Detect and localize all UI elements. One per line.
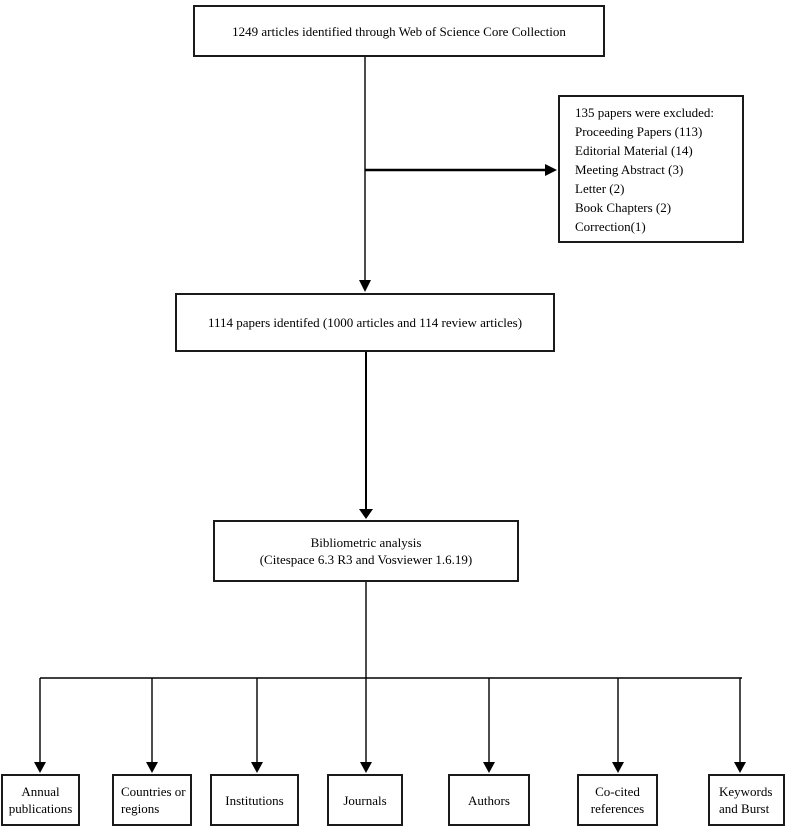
- output-label: Co-cited references: [590, 784, 645, 816]
- analysis-tools: (Citespace 6.3 R3 and Vosviewer 1.6.19): [259, 552, 473, 567]
- output-box-annual-publications: Annual publications: [1, 774, 80, 826]
- output-label: Authors: [468, 792, 510, 808]
- excluded-item: Meeting Abstract (3): [575, 161, 684, 177]
- excluded-item: Letter (2): [575, 180, 625, 196]
- analysis-title: Bibliometric analysis: [310, 535, 422, 550]
- output-box-journals: Journals: [327, 774, 403, 826]
- identified-articles-box: 1249 articles identified through Web of …: [193, 5, 605, 57]
- output-label: Countries or regions: [121, 784, 186, 816]
- excluded-header: 135 papers were excluded:: [575, 104, 714, 120]
- excluded-item: Proceeding Papers (113): [575, 123, 703, 139]
- excluded-item: Correction(1): [575, 218, 646, 234]
- output-label: Annual publications: [8, 784, 73, 816]
- output-box-authors: Authors: [448, 774, 530, 826]
- included-papers-box: 1114 papers identifed (1000 articles and…: [175, 293, 555, 352]
- output-label: Institutions: [225, 792, 284, 808]
- output-box-cocited-references: Co-cited references: [577, 774, 658, 826]
- bibliometric-analysis-box: Bibliometric analysis (Citespace 6.3 R3 …: [213, 520, 519, 582]
- output-box-keywords-burst: Keywords and Burst: [708, 774, 785, 826]
- identified-articles-label: 1249 articles identified through Web of …: [232, 23, 566, 39]
- excluded-papers-box: 135 papers were excluded: Proceeding Pap…: [558, 95, 744, 243]
- excluded-item: Book Chapters (2): [575, 199, 672, 215]
- output-box-countries-regions: Countries or regions: [112, 774, 192, 826]
- excluded-item: Editorial Material (14): [575, 142, 693, 158]
- output-label: Journals: [343, 792, 387, 808]
- included-papers-label: 1114 papers identifed (1000 articles and…: [207, 315, 523, 330]
- output-label: Keywords and Burst: [719, 784, 773, 816]
- output-box-institutions: Institutions: [210, 774, 299, 826]
